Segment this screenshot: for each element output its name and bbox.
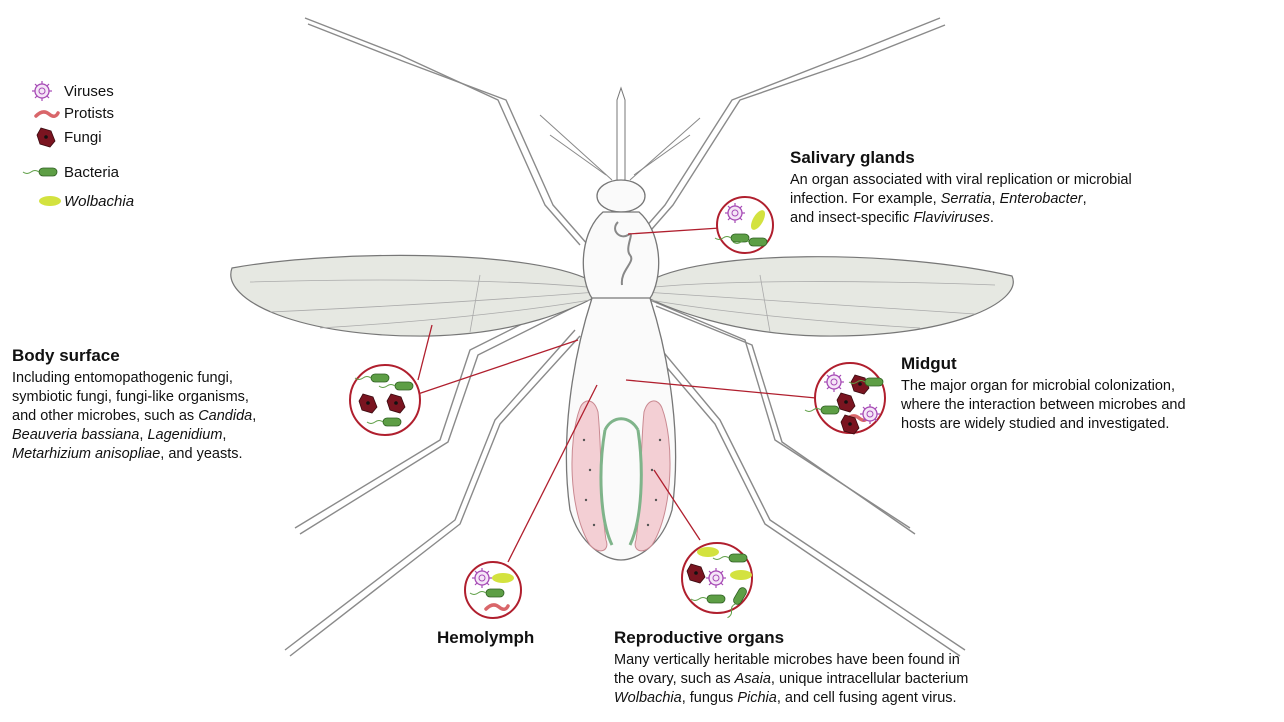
legend-item-bacteria: Bacteria [10,161,119,183]
block-text: Many vertically heritable microbes have … [614,651,1054,708]
text-line: hosts are widely studied and investigate… [901,415,1281,434]
text-line: where the interaction between microbes a… [901,396,1281,415]
protist-icon [10,102,62,124]
block-text: The major organ for microbial colonizati… [901,377,1281,434]
legend-item-viruses: Viruses [10,80,114,102]
text-line: the ovary, such as Asaia, unique intrace… [614,670,1054,689]
reproductive-organs-label: Reproductive organs Many vertically heri… [614,628,1054,708]
text-line: Including entomopathogenic fungi, [12,369,332,388]
text-line: The major organ for microbial colonizati… [901,377,1281,396]
block-title: Body surface [12,346,332,366]
legend-label: Bacteria [64,164,119,181]
hemolymph-callout [465,562,521,618]
legend-item-fungi: Fungi [10,126,102,148]
salivary-callout [715,197,773,253]
midgut-label: Midgut The major organ for microbial col… [901,354,1281,434]
salivary-glands-label: Salivary glands An organ associated with… [790,148,1270,228]
hemolymph-label: Hemolymph [437,628,577,651]
legend-item-protists: Protists [10,102,114,124]
bacteria-icon [10,161,62,183]
legend-label: Viruses [64,83,114,100]
text-line: Metarhizium anisopliae, and yeasts. [12,445,332,464]
text-line: Many vertically heritable microbes have … [614,651,1054,670]
text-line: and insect-specific Flaviviruses. [790,209,1270,228]
text-line: symbiotic fungi, fungi-like organisms, [12,388,332,407]
block-text: An organ associated with viral replicati… [790,171,1270,228]
text-line: and other microbes, such as Candida, [12,407,332,426]
text-line: An organ associated with viral replicati… [790,171,1270,190]
text-line: Wolbachia, fungus Pichia, and cell fusin… [614,689,1054,708]
legend-item-wolbachia: Wolbachia [10,190,134,212]
midgut-callout [805,363,885,434]
wolbachia-icon [10,190,62,212]
legend-label: Wolbachia [64,193,134,210]
block-title: Salivary glands [790,148,1270,168]
text-line: infection. For example, Serratia, Entero… [790,190,1270,209]
reproductive-callout [682,543,752,620]
block-title: Reproductive organs [614,628,1054,648]
fungi-icon [10,126,62,148]
block-title: Hemolymph [437,628,577,648]
legend-label: Fungi [64,129,102,146]
block-title: Midgut [901,354,1281,374]
virus-icon [10,80,62,102]
legend-label: Protists [64,105,114,122]
body-surface-callout [350,365,420,435]
block-text: Including entomopathogenic fungi,symbiot… [12,369,332,464]
body-surface-label: Body surface Including entomopathogenic … [12,346,332,464]
text-line: Beauveria bassiana, Lagenidium, [12,426,332,445]
